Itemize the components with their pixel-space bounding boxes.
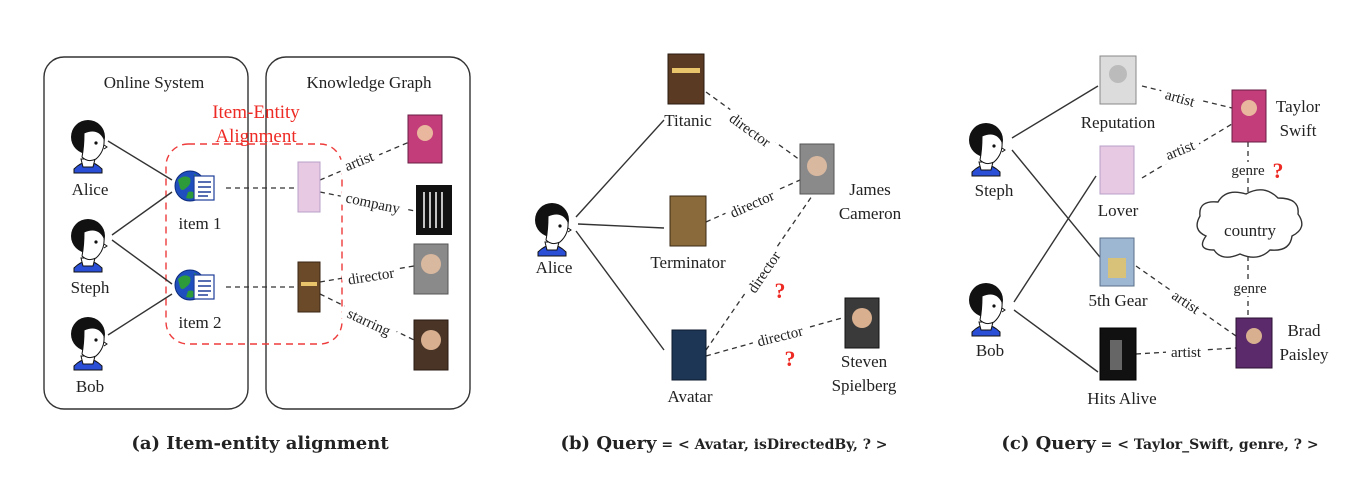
person-label-cameron-line2: Cameron [839,204,902,223]
user-label-bob: Bob [976,341,1004,360]
artist-label-brad-line1: Brad [1287,321,1321,340]
edge-label-brad-genre: genre [1233,281,1267,297]
unknown-mark-2: ? [785,346,796,371]
user-bob-icon [70,316,108,371]
edge-label-hitsalive-artist: artist [1171,345,1202,361]
titanic-poster-thumbnail [297,261,321,313]
artist-label-brad-line2: Paisley [1279,345,1329,364]
user-alice-icon [70,119,108,174]
republic-logo [416,185,452,235]
album-label-reputation: Reputation [1081,113,1156,132]
item1-globe-document-icon [174,170,215,202]
artist-label-taylor-line1: Taylor [1276,97,1320,116]
movie-label-avatar: Avatar [668,387,713,406]
terminator-poster [669,195,707,247]
avatar-poster [671,329,707,381]
user-label-steph: Steph [71,278,110,297]
item2-globe-document-icon [174,269,215,301]
person-label-cameron-line1: James [849,180,891,199]
item-label-2: item 2 [179,313,222,332]
genre-node-country: country [1224,221,1276,240]
user-label-steph: Steph [975,181,1014,200]
relation-company: company [344,190,402,217]
online-system-box [43,56,249,410]
panel-b: director director director director ? ? … [534,53,902,454]
alignment-label-line1: Item-Entity [212,102,300,123]
user-bob-icon [968,282,1006,337]
user-label-alice: Alice [536,258,573,277]
alignment-label-line2: Alignment [215,126,297,147]
album-label-5th-gear: 5th Gear [1088,291,1147,310]
knowledge-graph-box [265,56,471,410]
caption-b: (b) Query = < Avatar, isDirectedBy, ? > [560,433,887,454]
panel-a: Online System Knowledge Graph Item-Entit… [43,56,471,454]
user-label-alice: Alice [72,180,109,199]
user-label-bob: Bob [76,377,104,396]
relation-director: director [347,265,396,288]
cloud-icon [1196,189,1303,258]
movie-label-titanic: Titanic [664,111,712,130]
online-system-title: Online System [104,73,205,92]
panel-c: artist artist artist artist genre genre … [968,55,1329,454]
user-steph-icon [968,122,1006,177]
knowledge-graph-title: Knowledge Graph [306,73,432,92]
lover-cover [1099,145,1135,195]
person-label-spielberg-line2: Spielberg [832,376,897,395]
unknown-mark: ? [1273,158,1284,183]
edge-label-avatar-director-spielberg: director [756,324,805,351]
item-label-1: item 1 [179,214,222,233]
alignment-region [165,143,343,345]
relation-starring: starring [344,306,393,340]
edge-label-reputation-artist: artist [1163,87,1197,111]
edge-label-taylor-genre: genre [1231,163,1265,179]
user-alice-icon [534,202,572,257]
edge-label-titanic-director: director [726,111,773,151]
caption-a: (a) Item-entity alignment [131,433,389,454]
caption-c: (c) Query = < Taylor_Swift, genre, ? > [1001,433,1318,454]
titanic-poster [667,53,705,105]
user-steph-icon [70,218,108,273]
person-label-spielberg-line1: Steven [841,352,888,371]
movie-label-terminator: Terminator [650,253,726,272]
reputation-cover [1099,55,1137,105]
edge-label-terminator-director: director [728,188,777,222]
album-label-lover: Lover [1098,201,1139,220]
album-label-hits-alive: Hits Alive [1087,389,1156,408]
unknown-mark-1: ? [775,278,786,303]
artist-label-taylor-line2: Swift [1280,121,1317,140]
lover-album-thumbnail [297,161,321,213]
